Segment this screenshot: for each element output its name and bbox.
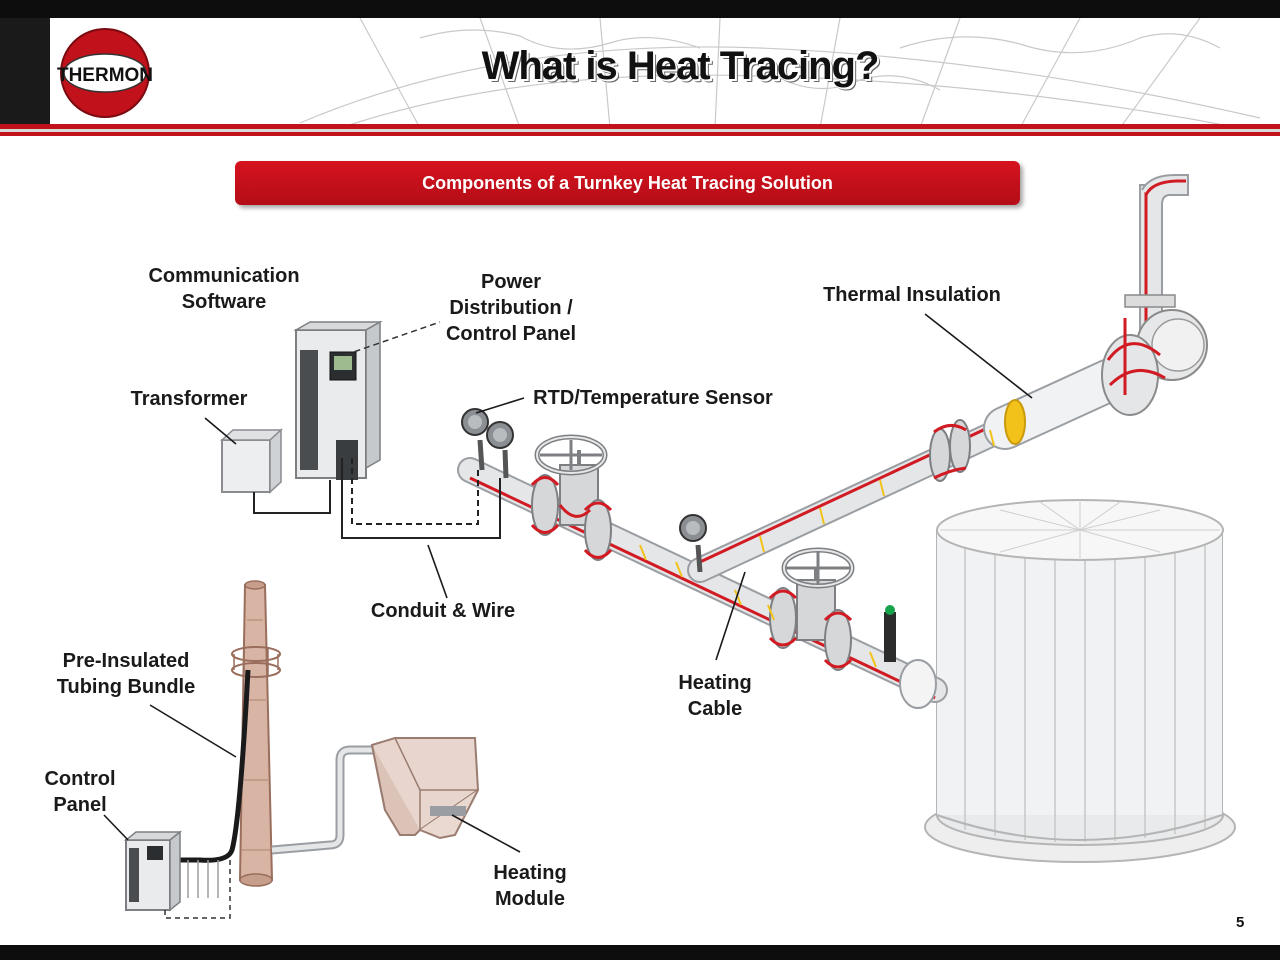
riser-pipe <box>1101 174 1208 416</box>
pressure-sensor <box>884 605 896 662</box>
small-control-panel <box>123 830 231 919</box>
insulation-band <box>1004 399 1026 445</box>
logo-text: THERMON <box>57 65 153 86</box>
header-red-line <box>0 124 1280 129</box>
tubing-bundle <box>170 669 400 863</box>
gate-valve-2 <box>768 547 855 671</box>
label-communication-software: Communication Software <box>130 263 318 315</box>
header-dark-strip <box>0 18 50 128</box>
header-grey-line <box>0 129 1280 132</box>
header-red-line-lower <box>0 132 1280 136</box>
diagonal-pipe <box>687 357 1143 583</box>
process-stack <box>231 580 281 887</box>
leader-lines <box>103 313 1033 853</box>
header: THERMON What is Heat Tracing? <box>0 18 1280 128</box>
page-title: What is Heat Tracing? <box>481 44 880 88</box>
label-pre-insulated-tubing: Pre-Insulated Tubing Bundle <box>40 648 212 700</box>
section-banner: Components of a Turnkey Heat Tracing Sol… <box>235 161 1020 205</box>
label-line: Control <box>44 768 116 790</box>
gate-valve-1 <box>530 434 613 561</box>
top-bar <box>0 0 1280 18</box>
world-map-background <box>299 18 1261 128</box>
label-line: Heating <box>493 862 567 884</box>
rtd-sensors <box>461 408 707 573</box>
cable-ties <box>639 429 995 668</box>
label-line: Heating <box>678 672 752 694</box>
label-transformer: Transformer <box>130 388 248 410</box>
label-line: Software <box>181 291 267 313</box>
label-line: Power <box>480 271 542 293</box>
label-power-distribution: Power Distribution / Control Panel <box>420 269 602 347</box>
thermon-logo: THERMON <box>57 28 153 118</box>
label-line: Panel <box>53 794 107 816</box>
label-thermal-insulation: Thermal Insulation <box>823 284 1001 306</box>
flanges <box>929 419 971 482</box>
label-line: Pre-Insulated <box>62 650 190 672</box>
label-line: Cable <box>687 698 743 720</box>
label-conduit-wire: Conduit & Wire <box>370 600 516 622</box>
storage-tank <box>924 499 1236 863</box>
label-line: Control Panel <box>445 323 576 345</box>
label-line: Distribution / <box>449 297 573 319</box>
page-number: 5 <box>1236 914 1245 931</box>
label-line: Communication <box>148 265 300 287</box>
power-distribution-panel <box>293 320 441 480</box>
label-line: Tubing Bundle <box>56 676 196 698</box>
conduit-wires <box>253 458 501 539</box>
label-line: Module <box>495 888 565 910</box>
heating-module-unit <box>370 737 480 840</box>
label-heating-cable: Heating Cable <box>660 670 770 722</box>
label-rtd-sensor: RTD/Temperature Sensor <box>533 387 773 409</box>
label-heating-module: Heating Module <box>475 860 585 912</box>
label-control-panel: Control Panel <box>30 766 130 818</box>
bottom-bar <box>0 945 1280 960</box>
transformer-box <box>220 428 283 494</box>
